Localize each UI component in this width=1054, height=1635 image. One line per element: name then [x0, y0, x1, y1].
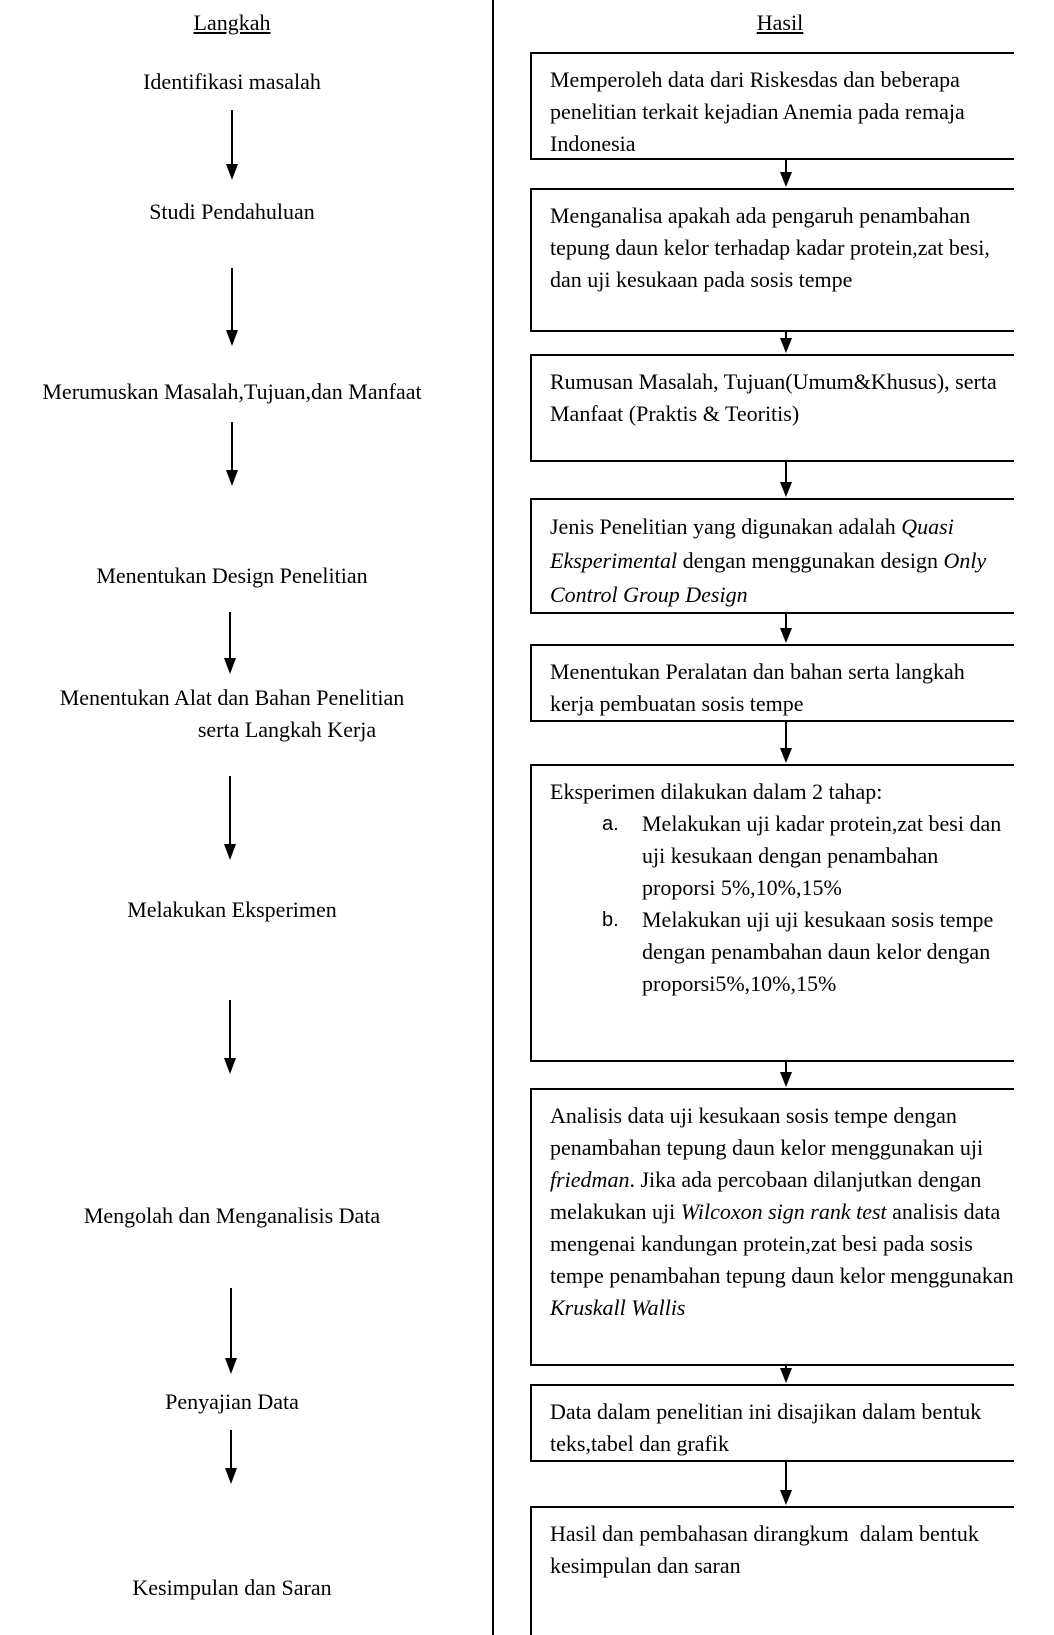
- step-mengolah-data: Mengolah dan Menganalisis Data: [83, 1203, 381, 1228]
- step-merumuskan-masalah: Merumuskan Masalah,Tujuan,dan Manfaat: [42, 379, 422, 404]
- design-name: Quasi Eksperimental: [550, 514, 954, 573]
- result-box-eksperimen: Eksperimen dilakukan dalam 2 tahap: a. Me…: [530, 764, 1014, 1062]
- step-studi-pendahuluan: Studi Pendahuluan: [149, 199, 315, 224]
- result-text: Menganalisa apakah ada pengaruh penambah…: [550, 203, 990, 292]
- step-line-2: serta Langkah Kerja: [197, 717, 377, 742]
- step-menentukan-alat-bahan: Menentukan Alat dan Bahan Penelitian ser…: [20, 682, 444, 746]
- result-text: Menentukan Peralatan dan bahan serta lan…: [550, 659, 965, 716]
- result-box-kesimpulan: Hasil dan pembahasan dirangkum dalam ben…: [530, 1506, 1014, 1635]
- arrow-down: [780, 462, 792, 497]
- arrow-down: [780, 160, 792, 187]
- arrow-down: [224, 1000, 236, 1074]
- result-text: Jenis Penelitian yang digunakan adalah Q…: [550, 510, 1014, 612]
- result-box-studi: Menganalisa apakah ada pengaruh penambah…: [530, 188, 1014, 332]
- text-part: . Jika ada percobaan dilanjutkan dengan …: [550, 1167, 982, 1224]
- result-box-penyajian: Data dalam penelitian ini disajikan dala…: [530, 1384, 1014, 1462]
- text-part: Analisis data uji kesukaan sosis tempe d…: [550, 1103, 984, 1160]
- arrow-down: [780, 1062, 792, 1087]
- arrow-down: [225, 1430, 237, 1484]
- step-kesimpulan-saran: Kesimpulan dan Saran: [132, 1575, 332, 1600]
- result-intro: Eksperimen dilakukan dalam 2 tahap:: [550, 779, 883, 804]
- result-box-alat-bahan: Menentukan Peralatan dan bahan serta lan…: [530, 644, 1014, 722]
- list-marker: b.: [602, 909, 619, 931]
- step-line-1: Menentukan Alat dan Bahan Penelitian: [59, 685, 405, 710]
- result-text: Analisis data uji kesukaan sosis tempe d…: [550, 1100, 1014, 1324]
- result-box-analisis: Analisis data uji kesukaan sosis tempe d…: [530, 1088, 1014, 1366]
- arrow-down: [225, 1288, 237, 1374]
- arrow-down: [226, 110, 238, 180]
- list-item-text: Melakukan uji uji kesukaan sosis tempe d…: [642, 907, 994, 996]
- arrow-down: [780, 332, 792, 353]
- result-text: Rumusan Masalah, Tujuan(Umum&Khusus), se…: [550, 369, 997, 426]
- experiment-list: a. Melakukan uji kadar protein,zat besi d…: [550, 808, 1010, 1000]
- text-part: Jenis Penelitian yang digunakan adalah: [550, 514, 902, 539]
- list-item-text: Melakukan uji kadar protein,zat besi dan…: [642, 811, 1002, 900]
- arrow-down: [226, 422, 238, 486]
- result-text: Data dalam penelitian ini disajikan dala…: [550, 1399, 982, 1456]
- list-marker: a.: [602, 813, 619, 835]
- result-box-rumusan: Rumusan Masalah, Tujuan(Umum&Khusus), se…: [530, 354, 1014, 462]
- result-box-design: Jenis Penelitian yang digunakan adalah Q…: [530, 498, 1014, 614]
- design-type: Only Control Group Design: [550, 548, 987, 607]
- list-item: b. Melakukan uji uji kesukaan sosis tempe…: [550, 904, 1010, 1000]
- result-text: Hasil dan pembahasan dirangkum dalam ben…: [550, 1521, 985, 1578]
- arrow-down: [226, 268, 238, 346]
- result-text: Memperoleh data dari Riskesdas dan beber…: [550, 67, 965, 156]
- step-menentukan-design: Menentukan Design Penelitian: [96, 563, 368, 588]
- langkah-header: Langkah: [193, 10, 271, 35]
- test-name: friedman: [550, 1167, 630, 1192]
- step-penyajian-data: Penyajian Data: [165, 1389, 299, 1414]
- text-part: dengan menggunakan design: [677, 548, 944, 573]
- step-melakukan-eksperimen: Melakukan Eksperimen: [127, 897, 337, 922]
- result-box-identifikasi: Memperoleh data dari Riskesdas dan beber…: [530, 52, 1014, 160]
- arrow-down: [780, 722, 792, 763]
- list-item: a. Melakukan uji kadar protein,zat besi d…: [550, 808, 1010, 904]
- arrow-down: [780, 614, 792, 643]
- arrow-down: [780, 1462, 792, 1505]
- test-name: Kruskall Wallis: [550, 1295, 686, 1320]
- arrow-down: [224, 612, 236, 674]
- arrow-down: [780, 1366, 792, 1383]
- test-name: Wilcoxon sign rank test: [680, 1199, 887, 1224]
- text-part: analisis data mengenai kandungan protein…: [550, 1199, 1014, 1288]
- step-identifikasi-masalah: Identifikasi masalah: [143, 69, 321, 94]
- column-divider: [492, 0, 494, 1635]
- hasil-header: Hasil: [756, 10, 804, 35]
- arrow-down: [224, 776, 236, 860]
